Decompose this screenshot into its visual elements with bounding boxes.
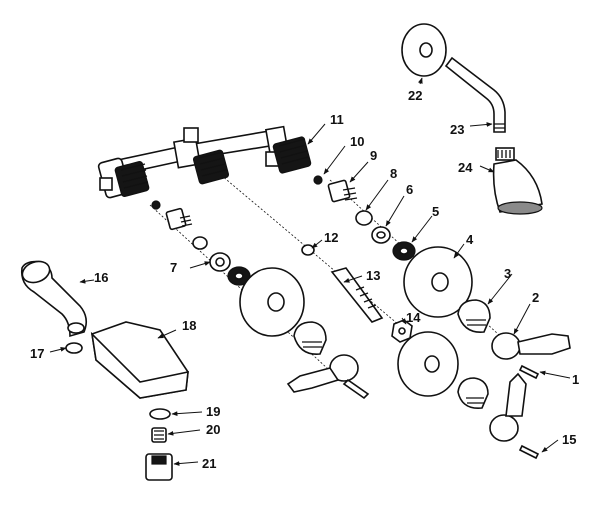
label-part-14: 14 <box>406 310 421 325</box>
washer-part[interactable] <box>301 244 315 256</box>
right-lower-handle-part[interactable] <box>489 372 527 442</box>
right-upper-handle-part[interactable] <box>491 332 571 360</box>
left-handle-part[interactable] <box>286 354 370 400</box>
right-upper-sleeve-part[interactable] <box>457 299 491 333</box>
label-part-7: 7 <box>170 260 177 275</box>
label-part-6: 6 <box>406 182 413 197</box>
supply-washer-part[interactable] <box>149 408 171 420</box>
valve-body-part[interactable] <box>97 125 312 199</box>
label-part-22: 22 <box>408 88 422 103</box>
label-part-24: 24 <box>458 160 473 175</box>
label-part-8: 8 <box>390 166 397 181</box>
upper-handle-screw-part[interactable] <box>518 364 540 380</box>
label-part-16: 16 <box>94 270 108 285</box>
label-part-3: 3 <box>504 266 511 281</box>
shower-flange-part[interactable] <box>401 23 447 77</box>
leader-lines <box>49 77 571 466</box>
label-part-18: 18 <box>182 318 196 333</box>
label-part-10: 10 <box>350 134 364 149</box>
label-part-9: 9 <box>370 148 377 163</box>
label-part-1: 1 <box>572 372 579 387</box>
label-part-23: 23 <box>450 122 464 137</box>
lower-handle-screw-part[interactable] <box>518 444 540 460</box>
label-part-17: 17 <box>30 346 44 361</box>
right-upper-escutcheon-part[interactable] <box>403 246 473 318</box>
label-part-12: 12 <box>324 230 338 245</box>
small-parts-left[interactable] <box>151 200 251 286</box>
supply-coupling-part[interactable] <box>151 427 167 443</box>
supply-nipple-part[interactable] <box>145 453 173 481</box>
small-parts-right[interactable] <box>313 175 416 261</box>
shower-head-part[interactable] <box>492 147 543 215</box>
label-part-19: 19 <box>206 404 220 419</box>
label-part-15: 15 <box>562 432 576 447</box>
left-sleeve-part[interactable] <box>293 321 327 355</box>
right-lower-escutcheon-part[interactable] <box>397 331 459 397</box>
label-part-21: 21 <box>202 456 216 471</box>
shower-arm-part[interactable] <box>444 56 506 133</box>
label-part-4: 4 <box>466 232 474 247</box>
right-lower-sleeve-part[interactable] <box>457 377 489 409</box>
spout-washer-part[interactable] <box>65 342 83 354</box>
left-escutcheon-part[interactable] <box>239 267 305 337</box>
label-part-2: 2 <box>532 290 539 305</box>
label-part-5: 5 <box>432 204 439 219</box>
label-part-11: 11 <box>330 112 344 127</box>
tub-spout-part[interactable] <box>19 258 88 338</box>
label-part-20: 20 <box>206 422 220 437</box>
access-panel-part[interactable] <box>90 321 189 399</box>
part-number-labels: 1 2 3 4 5 6 7 8 9 10 11 12 13 14 15 16 1… <box>30 88 579 471</box>
label-part-13: 13 <box>366 268 380 283</box>
